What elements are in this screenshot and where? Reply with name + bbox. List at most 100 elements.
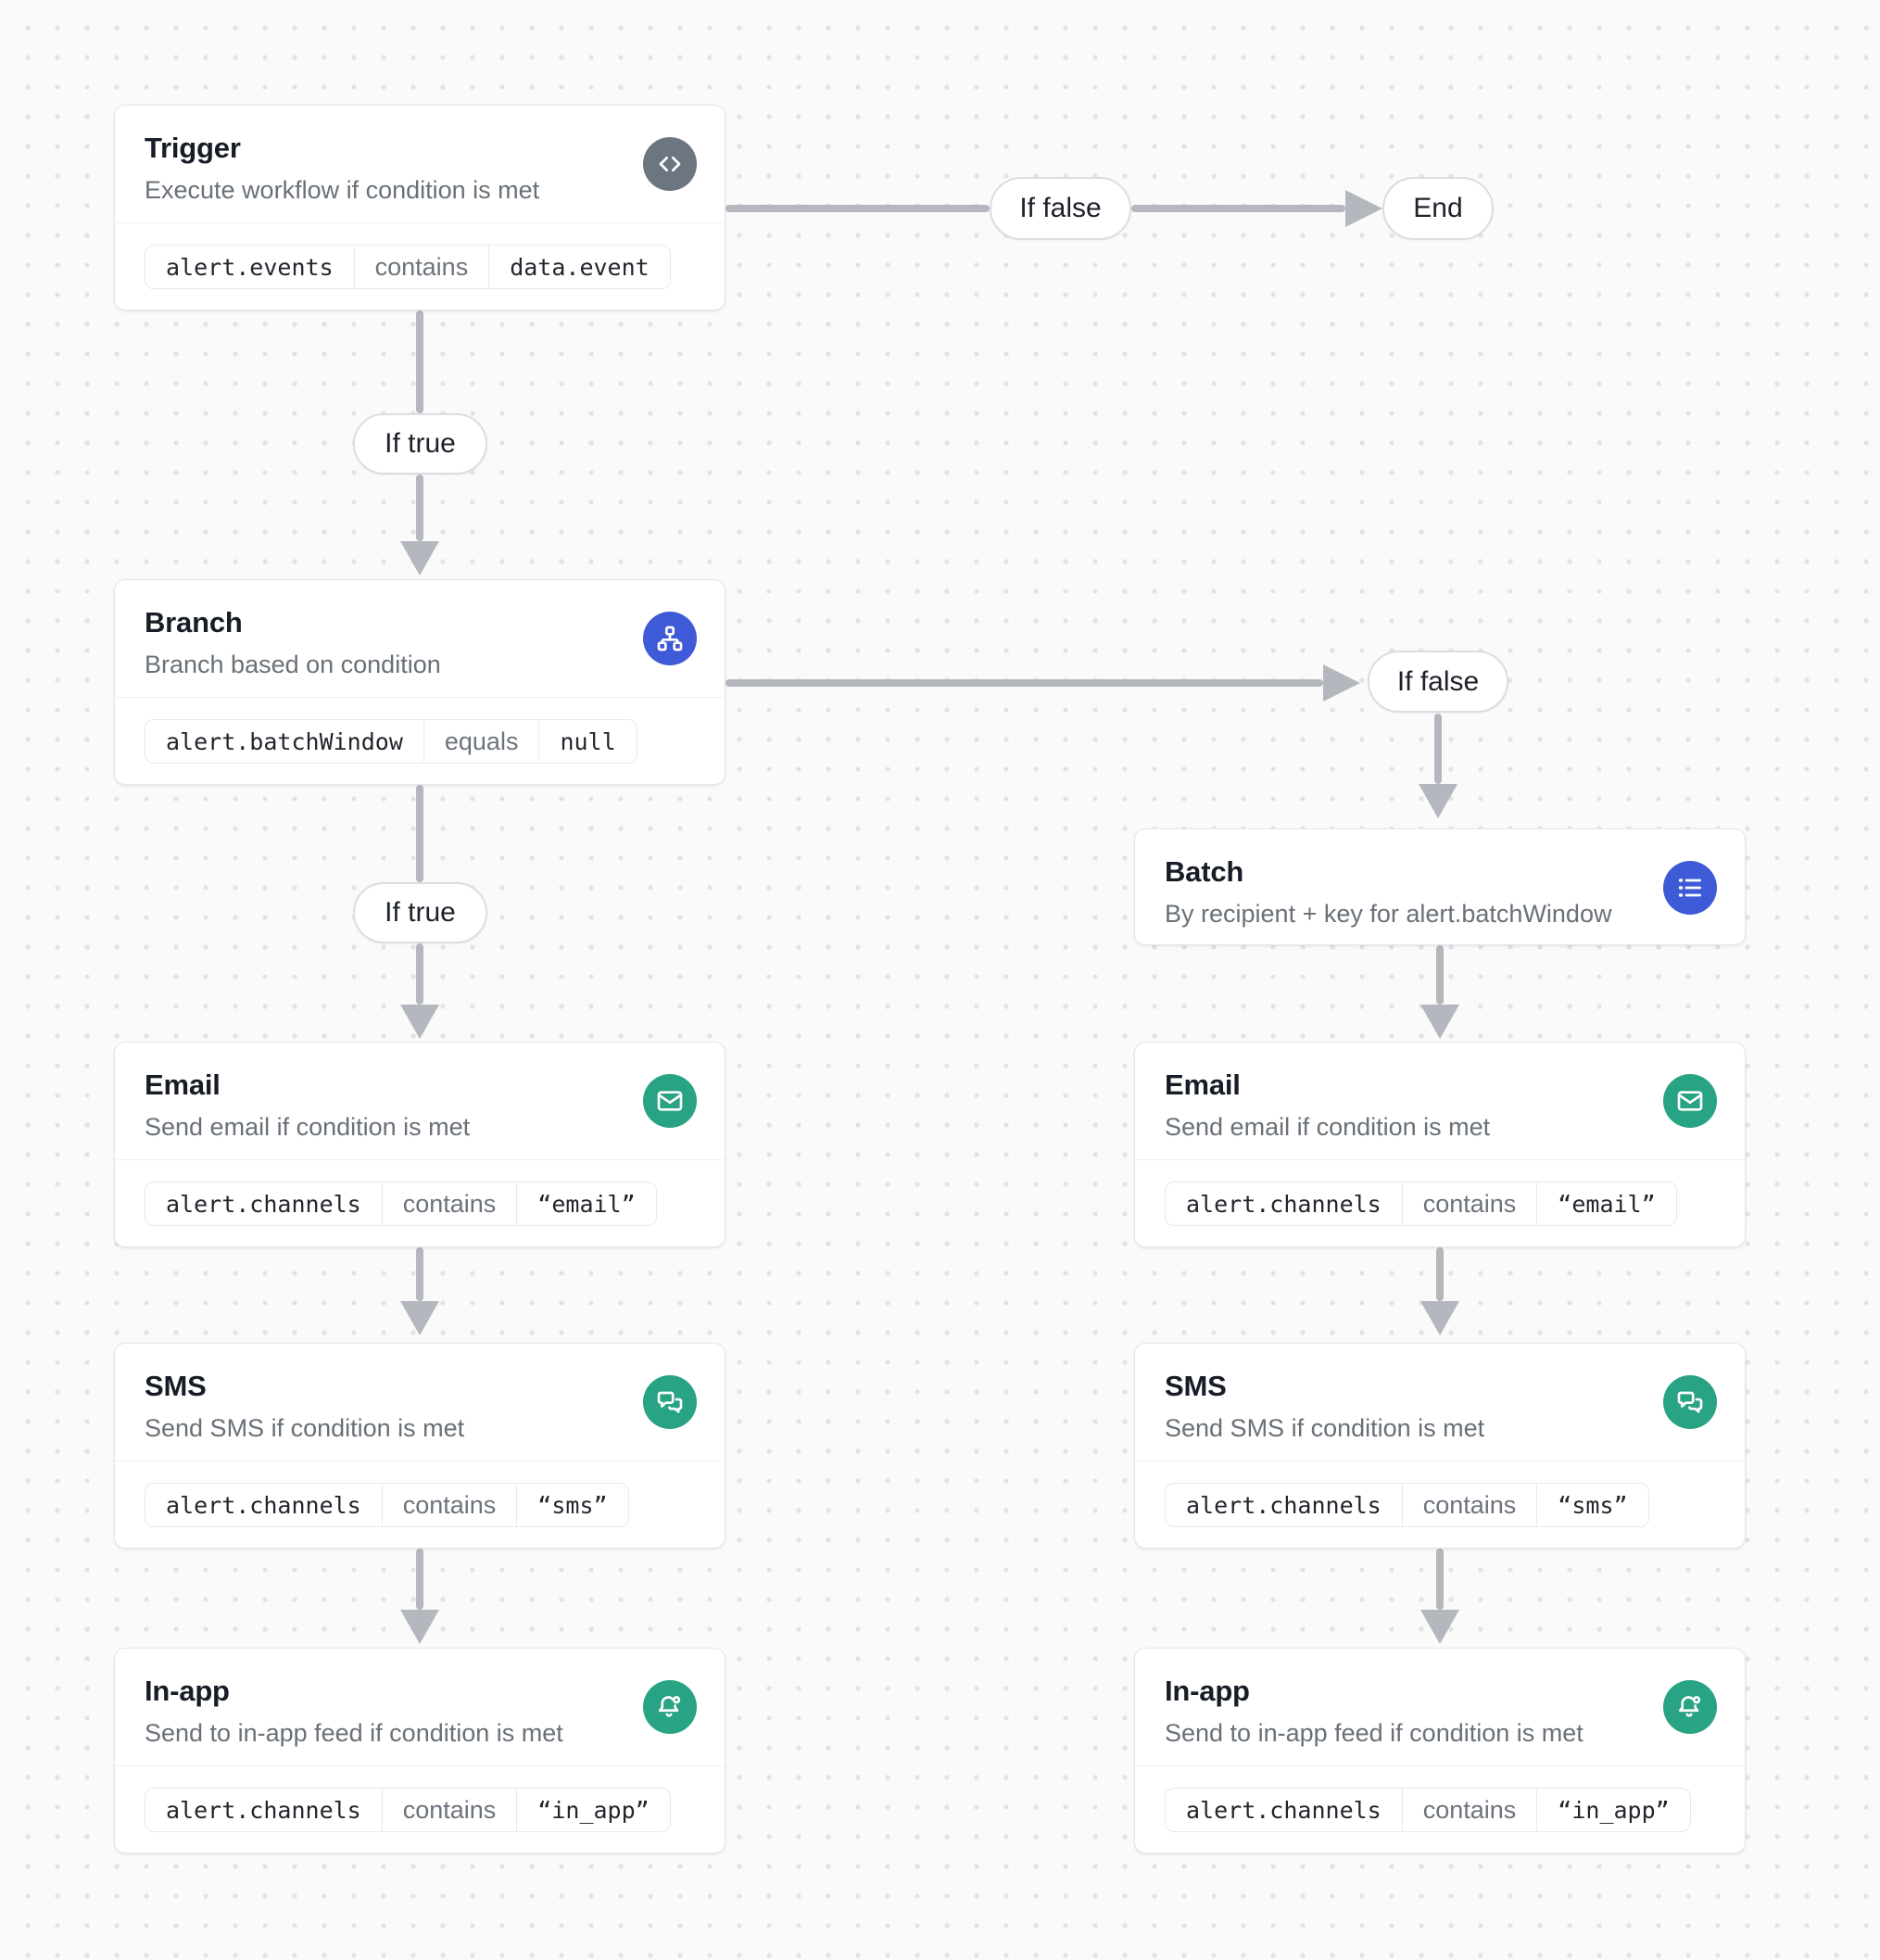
node-subtitle: Send SMS if condition is met bbox=[1165, 1414, 1485, 1442]
condition-value: “email” bbox=[1536, 1182, 1675, 1225]
condition-field: alert.channels bbox=[1186, 1190, 1382, 1218]
arrowhead-to-email-right bbox=[1420, 1005, 1459, 1039]
node-subtitle: Send email if condition is met bbox=[145, 1113, 471, 1141]
condition-operator: contains bbox=[381, 1484, 517, 1526]
condition-pill: alert.channels contains “in_app” bbox=[145, 1788, 671, 1832]
connector-iffalse-batch bbox=[1434, 714, 1442, 784]
inapp-node-right[interactable]: In-app Send to in-app feed if condition … bbox=[1134, 1648, 1746, 1853]
condition-pill: alert.channels contains “email” bbox=[1165, 1182, 1677, 1226]
node-title: Email bbox=[145, 1069, 221, 1101]
arrowhead-to-email-left bbox=[400, 1005, 439, 1039]
code-icon bbox=[643, 137, 697, 191]
condition-pill: alert.batchWindow equals null bbox=[145, 719, 637, 764]
arrowhead-to-end bbox=[1345, 190, 1382, 227]
node-subtitle: Send to in-app feed if condition is met bbox=[1165, 1719, 1583, 1747]
condition-operator: equals bbox=[423, 720, 539, 763]
divider bbox=[1135, 1159, 1745, 1160]
sms-node-right[interactable]: SMS Send SMS if condition is met alert.c… bbox=[1134, 1343, 1746, 1549]
node-subtitle: Send SMS if condition is met bbox=[145, 1414, 465, 1442]
bell-icon bbox=[643, 1680, 697, 1734]
node-title: In-app bbox=[1165, 1675, 1250, 1707]
connector-sms-inapp-left bbox=[416, 1549, 423, 1610]
node-title: SMS bbox=[1165, 1370, 1227, 1402]
chat-icon bbox=[1663, 1375, 1717, 1429]
connector-batch-email-right bbox=[1436, 945, 1444, 1005]
end-node: End bbox=[1382, 177, 1494, 240]
condition-operator: contains bbox=[1401, 1484, 1537, 1526]
condition-value: “sms” bbox=[1536, 1484, 1647, 1526]
condition-operator: contains bbox=[381, 1789, 517, 1831]
sitemap-icon bbox=[643, 612, 697, 665]
email-node-left[interactable]: Email Send email if condition is met ale… bbox=[114, 1042, 726, 1247]
condition-value: “in_app” bbox=[1536, 1789, 1689, 1831]
node-subtitle: Send email if condition is met bbox=[1165, 1113, 1491, 1141]
connector-iftrue-branch bbox=[416, 474, 423, 541]
inapp-node-left[interactable]: In-app Send to in-app feed if condition … bbox=[114, 1648, 726, 1853]
condition-field: alert.channels bbox=[166, 1190, 361, 1218]
condition-value: “email” bbox=[516, 1182, 655, 1225]
node-title: Batch bbox=[1165, 855, 1244, 888]
node-subtitle: By recipient + key for alert.batchWindow bbox=[1165, 900, 1612, 928]
mail-icon bbox=[643, 1074, 697, 1128]
connector-sms-inapp-right bbox=[1436, 1549, 1444, 1610]
node-subtitle: Send to in-app feed if condition is met bbox=[145, 1719, 563, 1747]
condition-pill: alert.channels contains “in_app” bbox=[1165, 1788, 1691, 1832]
condition-pill: alert.channels contains “email” bbox=[145, 1182, 657, 1226]
connector-trigger-iffalse bbox=[726, 205, 990, 212]
condition-pill: alert.channels contains “sms” bbox=[1165, 1483, 1649, 1527]
list-icon bbox=[1663, 861, 1717, 915]
divider bbox=[115, 1159, 725, 1160]
arrowhead-to-sms-left bbox=[400, 1301, 439, 1335]
condition-field: alert.channels bbox=[166, 1796, 361, 1824]
arrowhead-to-batch bbox=[1419, 784, 1457, 818]
condition-field: alert.events bbox=[166, 253, 334, 281]
condition-field: alert.channels bbox=[1186, 1491, 1382, 1519]
condition-value: “sms” bbox=[516, 1484, 627, 1526]
connector-iftrue-email bbox=[416, 943, 423, 1005]
condition-operator: contains bbox=[1401, 1182, 1537, 1225]
connector-branch-iffalse bbox=[726, 679, 1323, 687]
arrowhead-to-branch bbox=[400, 541, 439, 575]
arrowhead-to-inapp-right bbox=[1420, 1610, 1459, 1644]
node-title: In-app bbox=[145, 1675, 230, 1707]
condition-pill: alert.channels contains “sms” bbox=[145, 1483, 629, 1527]
node-subtitle: Execute workflow if condition is met bbox=[145, 176, 540, 204]
arrowhead-to-sms-right bbox=[1420, 1301, 1459, 1335]
divider bbox=[115, 697, 725, 698]
sms-node-left[interactable]: SMS Send SMS if condition is met alert.c… bbox=[114, 1343, 726, 1549]
node-title: Branch bbox=[145, 606, 243, 639]
batch-node[interactable]: Batch By recipient + key for alert.batch… bbox=[1134, 828, 1746, 945]
condition-value: null bbox=[538, 720, 636, 763]
edge-label-if-false-top: If false bbox=[990, 177, 1131, 240]
edge-label-if-false-2: If false bbox=[1368, 651, 1508, 713]
connector-email-sms-left bbox=[416, 1247, 423, 1301]
connector-trigger-iftrue bbox=[416, 310, 423, 413]
condition-field: alert.batchWindow bbox=[166, 727, 403, 755]
divider bbox=[115, 1765, 725, 1766]
branch-node[interactable]: Branch Branch based on condition alert.b… bbox=[114, 579, 726, 785]
condition-pill: alert.events contains data.event bbox=[145, 245, 671, 289]
email-node-right[interactable]: Email Send email if condition is met ale… bbox=[1134, 1042, 1746, 1247]
node-title: SMS bbox=[145, 1370, 207, 1402]
trigger-node[interactable]: Trigger Execute workflow if condition is… bbox=[114, 105, 726, 310]
node-subtitle: Branch based on condition bbox=[145, 651, 441, 678]
condition-operator: contains bbox=[381, 1182, 517, 1225]
edge-label-if-true-1: If true bbox=[353, 413, 487, 474]
arrowhead-to-inapp-left bbox=[400, 1610, 439, 1644]
mail-icon bbox=[1663, 1074, 1717, 1128]
connector-email-sms-right bbox=[1436, 1247, 1444, 1301]
condition-operator: contains bbox=[353, 246, 489, 288]
condition-value: data.event bbox=[488, 246, 670, 288]
condition-value: “in_app” bbox=[516, 1789, 669, 1831]
edge-label-if-true-2: If true bbox=[353, 882, 487, 943]
bell-icon bbox=[1663, 1680, 1717, 1734]
connector-iffalse-end bbox=[1131, 205, 1345, 212]
divider bbox=[115, 222, 725, 223]
condition-field: alert.channels bbox=[1186, 1796, 1382, 1824]
node-title: Email bbox=[1165, 1069, 1241, 1101]
condition-field: alert.channels bbox=[166, 1491, 361, 1519]
divider bbox=[1135, 1765, 1745, 1766]
node-title: Trigger bbox=[145, 132, 241, 164]
arrowhead-to-iffalse bbox=[1323, 664, 1360, 702]
